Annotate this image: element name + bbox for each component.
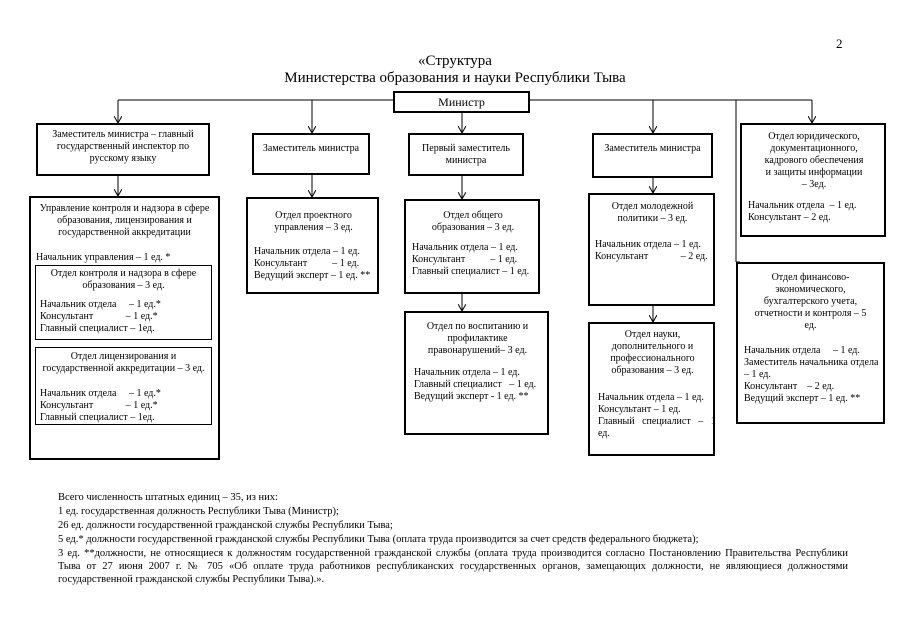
dept-upbringing-row: Начальник отдела – 1 ед.: [414, 367, 520, 378]
dept-project-title: Отдел проектного управления – 3 ед.: [274, 210, 353, 233]
dept-finance-title: Отдел финансово-экономического, бухгалте…: [754, 272, 867, 331]
dept-control-title: Управление контроля и надзора в сфере об…: [39, 203, 210, 238]
footer-note-2: 26 ед. должности государственной граждан…: [58, 520, 393, 531]
dept-upbringing-title: Отдел по воспитанию и профилактике право…: [426, 321, 529, 356]
subdept-control-title: Отдел контроля и надзора в сфере образов…: [50, 268, 197, 291]
subdept-control-row: Главный специалист – 1ед.: [40, 323, 155, 334]
subdept-licensing-row: Главный специалист – 1ед.: [40, 412, 155, 423]
dept-upbringing-row: Главный специалист – 1 ед.: [414, 379, 537, 390]
dept-science-row: Начальник отдела – 1 ед.: [598, 392, 704, 403]
page-number: 2: [836, 36, 843, 51]
subdept-licensing-row: Начальник отдела – 1 ед.*: [40, 388, 161, 399]
title-line-1: «Структура: [418, 53, 492, 69]
footer-note-1: 1 ед. государственная должность Республи…: [58, 506, 339, 517]
first-deputy-box: Первый заместитель министра: [408, 133, 524, 176]
dept-science-title: Отдел науки, дополнительного и профессио…: [610, 329, 695, 376]
dept-project-row: Начальник отдела – 1 ед.: [254, 246, 360, 257]
dept-legal-title: Отдел юридического, документационного, к…: [764, 131, 864, 190]
dept-science-row: Главный специалист – 1: [598, 416, 716, 427]
dept-general-row: Главный специалист – 1 ед.: [412, 266, 530, 277]
dept-project-row: Консультант – 1 ед.: [254, 258, 360, 269]
dept-upbringing-row: Ведущий эксперт - 1 ед. **: [414, 391, 529, 402]
title-line-2: Министерства образования и науки Республ…: [284, 70, 626, 86]
dept-legal-row: Начальник отдела – 1 ед.: [748, 200, 857, 211]
dept-youth-row: Консультант – 2 ед.: [595, 251, 708, 262]
subdept-licensing-row: Консультант – 1 ед.*: [40, 400, 158, 411]
footer-total: Всего численность штатных единиц – 35, и…: [58, 492, 278, 503]
subdept-licensing-box: Отдел лицензирования и государственной а…: [35, 347, 212, 425]
subdept-control-row: Начальник отдела – 1 ед.*: [40, 299, 161, 310]
dept-finance-row: – 1 ед.: [744, 369, 771, 380]
deputy-left-label: Заместитель министра – главный государст…: [52, 129, 194, 164]
subdept-control-box: Отдел контроля и надзора в сфере образов…: [35, 265, 212, 340]
footer-note-4: 3 ед. **должности, не относящиеся к долж…: [58, 548, 848, 585]
dept-science-box: Отдел науки, дополнительного и профессио…: [588, 322, 716, 456]
dept-project-box: Отдел проектного управления – 3 ед. Нача…: [246, 197, 379, 294]
dept-finance-row: Начальник отдела – 1 ед.: [744, 345, 860, 356]
subdept-control-row: Консультант – 1 ед.*: [40, 311, 158, 322]
dept-science-row: ед.: [598, 428, 610, 439]
dept-youth-box: Отдел молодежной политики – 3 ед. Началь…: [588, 193, 715, 306]
deputy-mid2-label: Заместитель министра: [604, 143, 701, 154]
subdept-licensing-title: Отдел лицензирования и государственной а…: [42, 351, 205, 374]
deputy-mid2-box: Заместитель министра: [592, 133, 713, 178]
dept-finance-row: Заместитель начальника отдела: [744, 357, 879, 368]
dept-finance-row: Ведущий эксперт – 1 ед. **: [744, 393, 861, 404]
deputy-mid1-box: Заместитель министра: [252, 133, 370, 175]
deputy-mid1-label: Заместитель министра: [262, 143, 360, 154]
dept-general-box: Отдел общего образования – 3 ед. Начальн…: [404, 199, 540, 294]
dept-control-head: Начальник управления – 1 ед. *: [36, 252, 171, 263]
dept-control-box: Управление контроля и надзора в сфере об…: [29, 196, 220, 460]
dept-upbringing-box: Отдел по воспитанию и профилактике право…: [404, 311, 549, 435]
dept-finance-row: Консультант – 2 ед.: [744, 381, 835, 392]
dept-youth-row: Начальник отдела – 1 ед.: [595, 239, 701, 250]
minister-box: Министр: [393, 91, 530, 113]
dept-general-row: Консультант – 1 ед.: [412, 254, 518, 265]
dept-legal-box: Отдел юридического, документационного, к…: [740, 123, 886, 237]
dept-project-row: Ведущий эксперт – 1 ед. **: [254, 270, 371, 281]
deputy-left-box: Заместитель министра – главный государст…: [36, 123, 210, 176]
dept-youth-title: Отдел молодежной политики – 3 ед.: [611, 201, 694, 224]
minister-label: Министр: [438, 95, 485, 109]
dept-legal-row: Консультант – 2 ед.: [748, 212, 831, 223]
first-deputy-label: Первый заместитель министра: [422, 143, 510, 166]
dept-science-row: Консультант – 1 ед.: [598, 404, 681, 415]
dept-general-row: Начальник отдела – 1 ед.: [412, 242, 518, 253]
chart-title: «Структура Министерства образования и на…: [230, 53, 680, 87]
dept-general-title: Отдел общего образования – 3 ед.: [431, 210, 515, 233]
footer-note-3: 5 ед.* должности государственной граждан…: [58, 534, 699, 545]
dept-finance-box: Отдел финансово-экономического, бухгалте…: [736, 262, 885, 424]
